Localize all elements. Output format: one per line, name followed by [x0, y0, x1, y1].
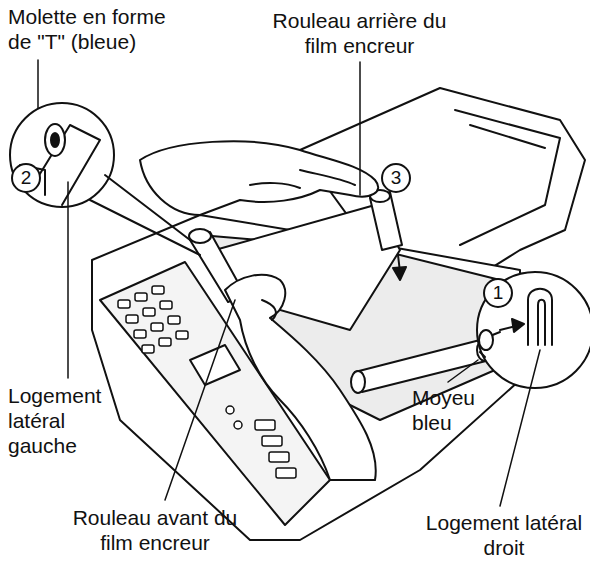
part-label: Molette en forme de "T" (bleue)	[8, 4, 193, 54]
callout-number: 1	[483, 278, 513, 308]
part-label: Logement latéral droit	[424, 510, 584, 560]
part-label: Rouleau avant du film encreur	[70, 505, 240, 555]
part-label: Rouleau arrière du film encreur	[272, 8, 447, 58]
part-label: Logement latéral gauche	[8, 383, 113, 458]
part-label: Moyeu bleu	[412, 385, 487, 435]
callout-number: 3	[381, 163, 411, 193]
callout-number: 2	[11, 163, 41, 193]
